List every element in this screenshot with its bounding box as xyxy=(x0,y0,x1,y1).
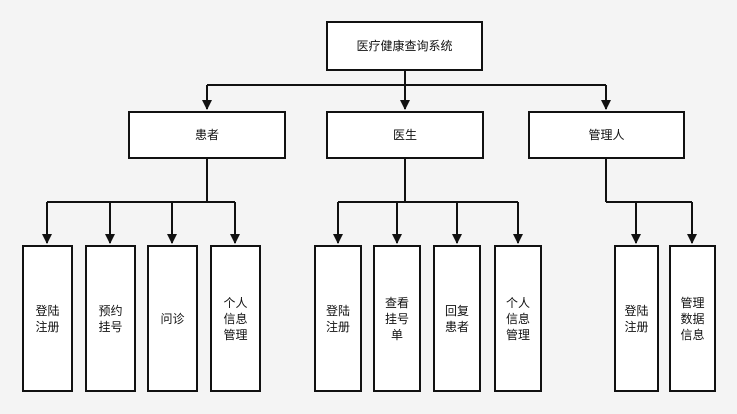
node-admin-label: 管理人 xyxy=(588,128,625,142)
node-patient-login: 登陆 注册 xyxy=(22,245,73,392)
node-doctor-login-label: 登陆 注册 xyxy=(325,303,350,334)
root-node: 医疗健康查询系统 xyxy=(326,21,483,71)
node-admin-login-label: 登陆 注册 xyxy=(624,303,649,334)
node-patient-profile: 个人 信息 管理 xyxy=(210,245,261,392)
node-doctor-reply-label: 回复 患者 xyxy=(444,303,469,334)
node-doctor-profile: 个人 信息 管理 xyxy=(494,245,542,392)
node-patient-appointment: 预约 挂号 xyxy=(85,245,136,392)
node-patient-login-label: 登陆 注册 xyxy=(35,303,60,334)
node-doctor-profile-label: 个人 信息 管理 xyxy=(505,295,530,342)
node-patient-label: 患者 xyxy=(194,128,219,142)
node-patient-profile-label: 个人 信息 管理 xyxy=(223,295,248,342)
node-admin-login: 登陆 注册 xyxy=(614,245,659,392)
node-admin-data-label: 管理 数据 信息 xyxy=(680,295,705,342)
root-label: 医疗健康查询系统 xyxy=(356,39,453,53)
node-doctor-view-appointments-label: 查看 挂号 单 xyxy=(384,295,409,342)
node-admin: 管理人 xyxy=(528,111,685,159)
node-admin-data: 管理 数据 信息 xyxy=(669,245,716,392)
node-doctor: 医生 xyxy=(326,111,484,159)
node-patient-appointment-label: 预约 挂号 xyxy=(98,303,123,334)
node-doctor-reply: 回复 患者 xyxy=(433,245,481,392)
node-patient-consult-label: 问诊 xyxy=(160,311,185,326)
node-patient-consult: 问诊 xyxy=(147,245,198,392)
node-doctor-login: 登陆 注册 xyxy=(314,245,362,392)
node-doctor-label: 医生 xyxy=(392,128,417,142)
node-doctor-view-appointments: 查看 挂号 单 xyxy=(373,245,421,392)
node-patient: 患者 xyxy=(128,111,286,159)
